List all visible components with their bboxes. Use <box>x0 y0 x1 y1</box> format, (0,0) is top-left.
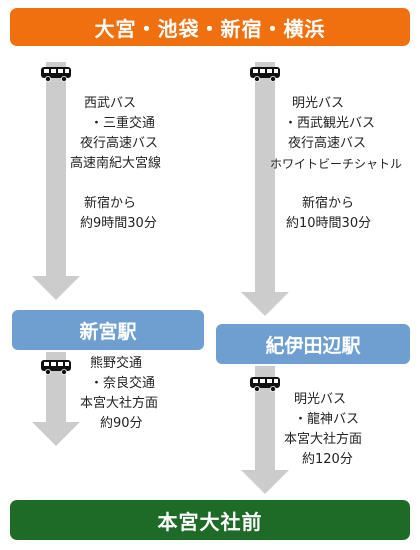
route-line: 約120分 <box>302 452 353 467</box>
route-info-right-lower: 明光バス ・龍神バス 本宮大社方面 約120分 <box>284 390 362 470</box>
origin-label: 大宮・池袋・新宿・横浜 <box>94 16 326 41</box>
route-info-left-upper: 西武バス ・三重交通 夜行高速バス 高速南紀大宮線 新宿から 約9時間30分 <box>70 94 161 234</box>
route-line: 明光バス <box>294 392 347 407</box>
route-line: 約90分 <box>100 416 143 431</box>
route-origin: 新宿から <box>84 196 137 211</box>
route-line: ・西武観光バス <box>284 116 376 131</box>
route-info-right-upper: 明光バス ・西武観光バス 夜行高速バス ホワイトビーチシャトル 新宿から 約10… <box>270 94 402 234</box>
arrow-down-right-lower <box>241 366 289 494</box>
route-line: 高速南紀大宮線 <box>70 156 162 171</box>
station-label: 新宮駅 <box>79 320 137 343</box>
route-line: 本宮大社方面 <box>284 432 363 447</box>
station-label: 紀伊田辺駅 <box>265 334 361 357</box>
arrow-down-right-upper <box>241 62 289 316</box>
route-origin: 新宿から <box>302 196 355 211</box>
route-line: 明光バス <box>292 96 345 111</box>
bus-icon <box>250 67 280 82</box>
route-line: ・奈良交通 <box>90 376 156 391</box>
route-duration: 約9時間30分 <box>80 216 157 231</box>
route-line: ・三重交通 <box>90 116 156 131</box>
bus-icon <box>250 377 280 392</box>
route-line: ホワイトビーチシャトル <box>270 157 403 171</box>
station-kii-tanabe: 紀伊田辺駅 <box>216 324 410 364</box>
origin-banner: 大宮・池袋・新宿・横浜 <box>10 8 410 46</box>
destination-label: 本宮大社前 <box>157 509 263 534</box>
bus-icon <box>41 360 71 375</box>
route-line: 本宮大社方面 <box>80 396 159 411</box>
route-duration: 約10時間30分 <box>286 216 372 231</box>
arrow-down-left-upper <box>32 62 80 300</box>
destination-banner: 本宮大社前 <box>10 500 410 540</box>
route-line: ・龍神バス <box>294 412 360 427</box>
route-line: 夜行高速バス <box>288 136 367 151</box>
bus-icon <box>41 67 71 82</box>
route-line: 夜行高速バス <box>80 136 159 151</box>
route-line: 熊野交通 <box>90 356 143 371</box>
station-shingu: 新宮駅 <box>12 310 204 350</box>
route-info-left-lower: 熊野交通 ・奈良交通 本宮大社方面 約90分 <box>80 354 158 434</box>
route-line: 西武バス <box>84 96 137 111</box>
